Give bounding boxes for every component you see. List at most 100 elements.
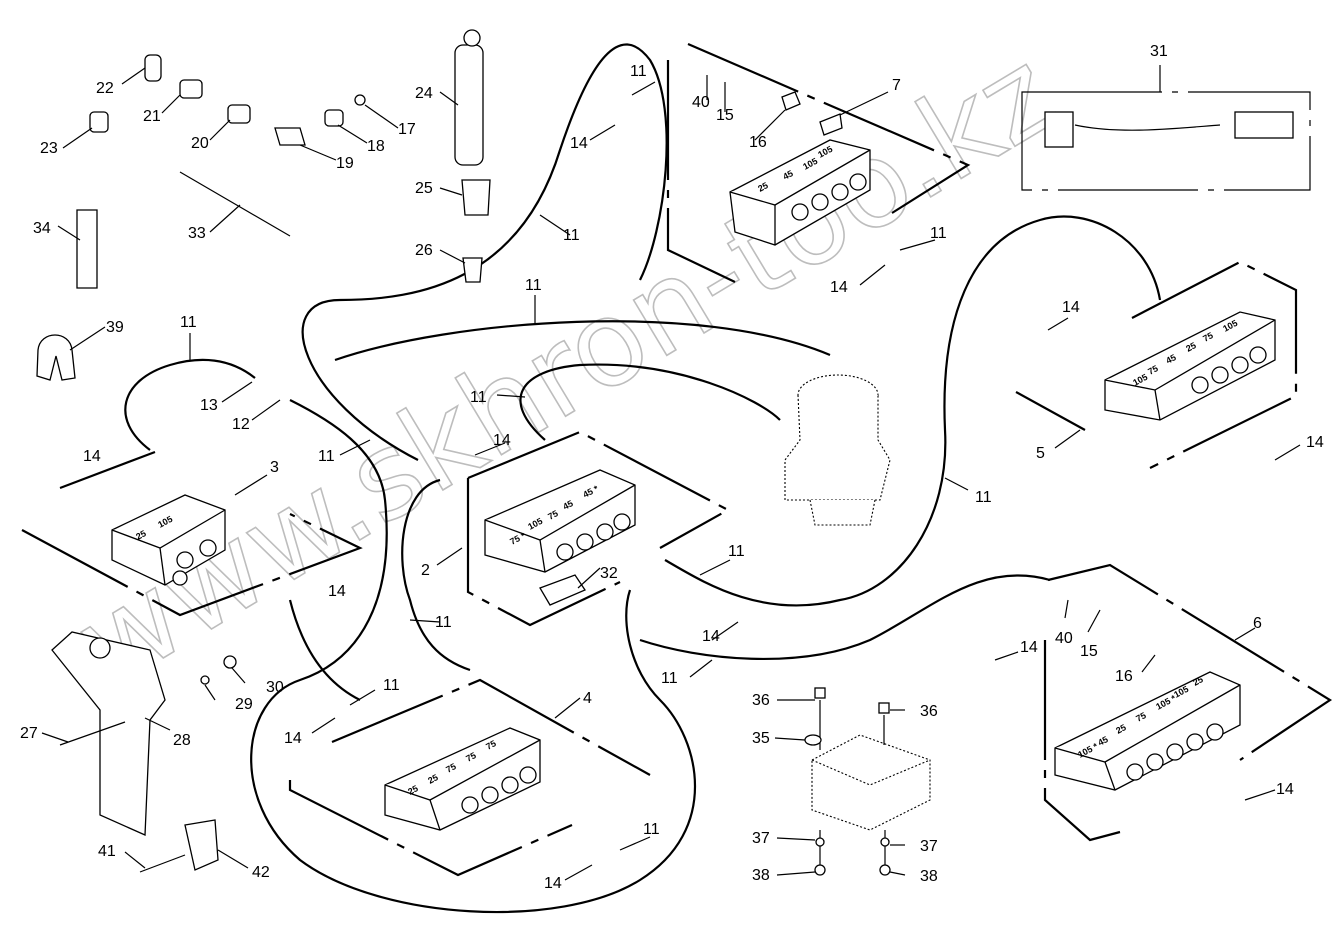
callout-14: 14: [1062, 299, 1080, 316]
outlet-mark: 25: [1114, 722, 1128, 736]
callout-16: 16: [1115, 668, 1133, 685]
callout-leaders: [41, 65, 1301, 881]
cable-harness-31: [1021, 91, 1311, 191]
distributor-block-6: 105 * 45 25 75 105 * 105 25: [1043, 563, 1333, 842]
callout-14: 14: [702, 628, 720, 645]
outlet-mark: 45: [1164, 352, 1178, 366]
callout-13: 13: [200, 397, 218, 414]
outlet-mark: 75: [484, 738, 498, 752]
outlet-mark: 75: [464, 750, 478, 764]
outlet-mark: 45: [1096, 734, 1110, 748]
callout-25: 25: [415, 180, 433, 197]
callout-28: 28: [173, 732, 191, 749]
callout-11: 11: [930, 225, 947, 242]
callout-6: 6: [1253, 615, 1262, 632]
callout-39: 39: [106, 319, 124, 336]
callout-11: 11: [563, 227, 580, 244]
callout-11: 11: [630, 63, 647, 80]
distributor-block-5: 105 75 45 25 75 105: [1015, 260, 1298, 469]
callout-37: 37: [752, 830, 770, 847]
callout-14: 14: [328, 583, 346, 600]
callout-16: 16: [749, 134, 767, 151]
callout-27: 27: [20, 725, 38, 742]
callout-29: 29: [235, 696, 253, 713]
outlet-mark: 75: [444, 761, 458, 775]
outlet-mark: 25: [134, 528, 148, 542]
grease-gun-24: [454, 29, 491, 283]
callout-26: 26: [415, 242, 433, 259]
callout-18: 18: [367, 138, 385, 155]
distributor-block-3: 25 105: [21, 450, 363, 617]
pump-unit: [784, 374, 891, 526]
callout-11: 11: [975, 489, 992, 506]
callout-14: 14: [83, 448, 101, 465]
callout-20: 20: [191, 135, 209, 152]
callout-11: 11: [383, 677, 400, 694]
callout-33: 33: [188, 225, 206, 242]
callout-5: 5: [1036, 445, 1045, 462]
callout-14: 14: [830, 279, 848, 296]
valve-block-dotted: [804, 687, 931, 876]
outlet-mark: 25: [426, 772, 440, 786]
callout-35: 35: [752, 730, 770, 747]
callout-41: 41: [98, 843, 116, 860]
callout-14: 14: [1306, 434, 1324, 451]
outlet-mark: 25: [406, 783, 420, 797]
callout-42: 42: [252, 864, 270, 881]
callout-11: 11: [728, 543, 745, 560]
hose-lines: [124, 43, 1162, 914]
callout-37: 37: [920, 838, 938, 855]
callout-30: 30: [266, 679, 284, 696]
callout-23: 23: [40, 140, 58, 157]
callout-31: 31: [1150, 43, 1168, 60]
watermark: www.skhron-too.kz: [53, 23, 1078, 714]
callout-2: 2: [421, 562, 430, 579]
distributor-block-7: 25 45 105 105: [666, 42, 971, 283]
outlet-mark: 75: [546, 508, 560, 522]
callout-38: 38: [920, 868, 938, 885]
outlet-mark: 25: [756, 180, 770, 194]
callout-15: 15: [716, 107, 734, 124]
callout-14: 14: [570, 135, 588, 152]
callout-21: 21: [143, 108, 161, 125]
callout-40: 40: [1055, 630, 1073, 647]
outlet-mark: 25: [1184, 340, 1198, 354]
callout-14: 14: [284, 730, 302, 747]
callout-3: 3: [270, 459, 279, 476]
mounting-bracket-28: [51, 631, 237, 873]
callout-38: 38: [752, 867, 770, 884]
callout-40: 40: [692, 94, 710, 111]
callout-12: 12: [232, 416, 250, 433]
callout-32: 32: [600, 565, 618, 582]
callout-17: 17: [398, 121, 416, 138]
callout-15: 15: [1080, 643, 1098, 660]
callout-36: 36: [752, 692, 770, 709]
outlet-mark: 75: [1134, 710, 1148, 724]
callout-4: 4: [583, 690, 592, 707]
callout-34: 34: [33, 220, 51, 237]
callout-11: 11: [525, 277, 542, 294]
callout-36: 36: [920, 703, 938, 720]
callout-14: 14: [1020, 639, 1038, 656]
fittings-group: [36, 54, 366, 381]
callout-11: 11: [180, 314, 197, 331]
callout-22: 22: [96, 80, 114, 97]
outlet-mark: 75: [1146, 363, 1160, 377]
callout-11: 11: [435, 614, 452, 631]
callout-11: 11: [318, 448, 335, 465]
outlet-mark: 25: [1191, 674, 1205, 688]
callout-24: 24: [415, 85, 433, 102]
callout-19: 19: [336, 155, 354, 172]
callout-labels: 22 21 20 23 19 18 17 33 34 24 25 26 39 1…: [20, 43, 1324, 892]
distributor-block-2: 75 * 105 75 45 45 *: [466, 430, 731, 627]
outlet-mark: 45: [561, 498, 575, 512]
outlet-mark: 75: [1201, 330, 1215, 344]
callout-14: 14: [544, 875, 562, 892]
callout-11: 11: [470, 389, 487, 406]
callout-7: 7: [892, 77, 901, 94]
callout-11: 11: [643, 821, 660, 838]
distributor-block-4: 25 25 75 75 75: [288, 678, 651, 877]
callout-14: 14: [1276, 781, 1294, 798]
callout-14: 14: [493, 432, 511, 449]
